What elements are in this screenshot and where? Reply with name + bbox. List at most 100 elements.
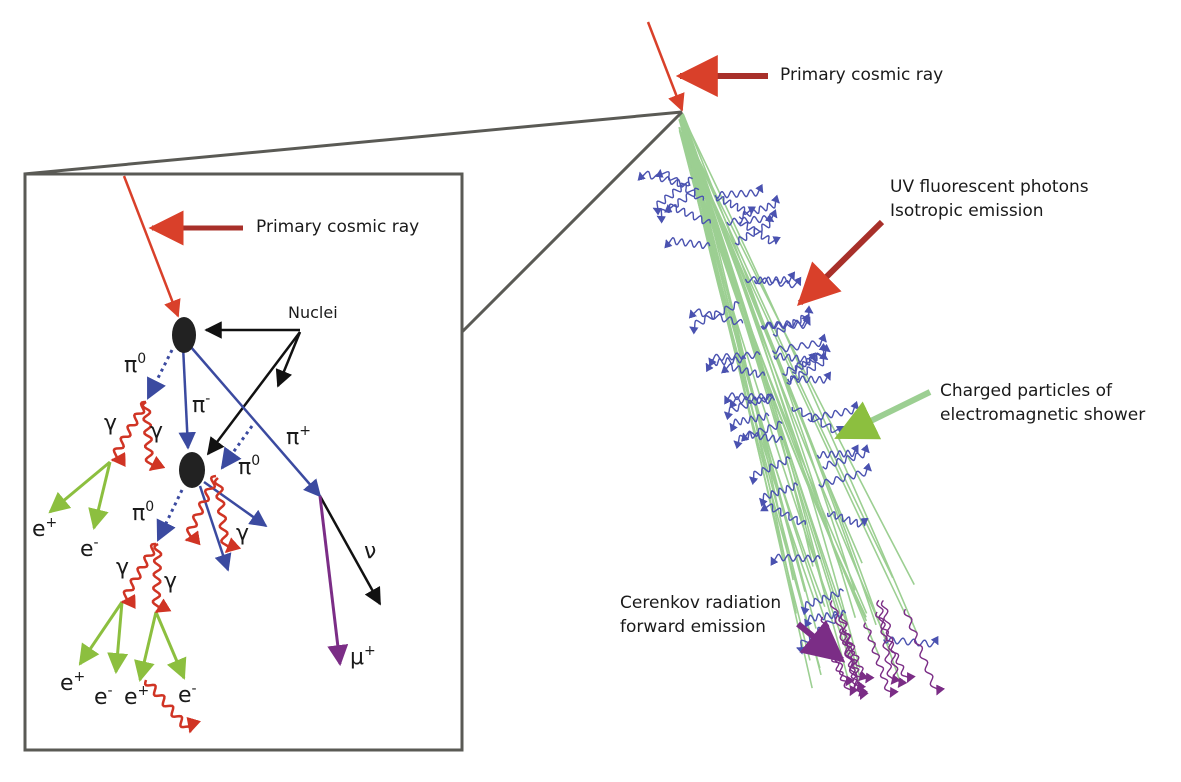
cerenkov-label-line1: Cerenkov radiation (620, 593, 781, 613)
shower-track (679, 120, 915, 585)
main-shower: Primary cosmic ray UV fluorescent photon… (620, 21, 1145, 700)
zoom-line-bottom (460, 110, 684, 334)
neutrino-label: ν (364, 539, 376, 564)
uv-photon (723, 393, 772, 421)
positron-label-1: e+ (32, 515, 57, 542)
uv-photon (816, 444, 859, 459)
primary-ray-label: Primary cosmic ray (780, 65, 943, 85)
positron-label-3: e+ (124, 683, 149, 710)
uv-photons-label-line1: UV fluorescent photons (890, 177, 1089, 197)
cerenkov-photon (876, 599, 901, 685)
cerenkov-photon (903, 608, 946, 696)
gamma-photon (141, 401, 166, 471)
shower-track (678, 113, 815, 600)
pi-minus-track (178, 345, 196, 450)
cerenkov-label-line2: forward emission (620, 617, 766, 637)
inset-gamma-photons (110, 400, 242, 734)
gamma-photon (184, 474, 217, 546)
pion-decay-blue-2 (203, 480, 268, 528)
pi0-label-2: π0 (238, 453, 260, 480)
electron-label-2: e- (94, 683, 113, 710)
charged-particles-label-line1: Charged particles of (940, 381, 1113, 401)
nuclei-pointer-2 (206, 331, 301, 456)
charged-particles-label-line2: electromagnetic shower (940, 405, 1145, 425)
uv-photon (655, 168, 705, 201)
cerenkov-photon (875, 611, 916, 683)
shower-track (681, 113, 844, 575)
cerenkov-photon (829, 600, 869, 700)
uv-photon (721, 363, 766, 378)
shower-track (678, 119, 852, 689)
uv-photon (773, 352, 817, 364)
uv-photon (759, 482, 799, 507)
uv-photon (637, 170, 691, 188)
uv-photons-label-arrow (797, 219, 885, 306)
interaction-inset: Primary cosmic ray Nuclei π0 π- π+ (23, 172, 464, 752)
electron-track-2 (107, 601, 129, 675)
gamma-label-2: γ (150, 419, 163, 444)
gamma-photon (143, 679, 201, 734)
charged-particles-label-arrow (834, 389, 932, 440)
uv-photon (688, 308, 744, 326)
shower-track (680, 113, 918, 633)
neutrino-track (318, 495, 382, 606)
nucleus-1 (172, 317, 196, 353)
shower-track (682, 127, 857, 618)
uv-photon (656, 187, 700, 224)
shower-track (679, 117, 894, 579)
pi-zero-track-2 (220, 425, 254, 470)
uv-photon (753, 271, 796, 285)
uv-photon (741, 430, 784, 443)
uv-photon (664, 203, 711, 225)
gamma-label-1: γ (104, 411, 117, 436)
pion-decay-blue-1 (198, 485, 232, 572)
positron-label-2: e+ (60, 669, 85, 696)
uv-photon (883, 635, 939, 648)
gamma-photon (213, 477, 242, 554)
gamma-photon (110, 400, 147, 467)
uv-photon (724, 392, 774, 405)
nucleus-2 (179, 452, 205, 488)
pi-zero-track-1 (146, 349, 174, 400)
shower-track (682, 124, 826, 608)
gamma-photon (151, 542, 172, 614)
shower-track (682, 129, 821, 669)
uv-photon (739, 221, 781, 245)
uv-photon (715, 195, 756, 216)
electron-label-1: e- (80, 535, 99, 562)
uv-photon (771, 333, 827, 355)
gamma-label-4: γ (116, 555, 129, 580)
pi-plus-track (189, 345, 322, 498)
zoom-line-top (23, 110, 683, 176)
gamma-photon (120, 542, 157, 609)
electron-track-1 (88, 461, 112, 531)
uv-photon (738, 194, 780, 220)
cerenkov-photon (863, 622, 899, 698)
electron-track-3 (154, 611, 187, 680)
nuclei-label: Nuclei (288, 303, 338, 322)
inset-primary-ray-track (122, 175, 181, 318)
nuclei-pointer-3 (275, 331, 302, 388)
uv-photon (760, 502, 806, 526)
cerenkov-photon (880, 599, 908, 689)
electron-label-3: e- (178, 681, 197, 708)
uv-photon (729, 412, 770, 433)
uv-photon (708, 351, 761, 367)
uv-photon (749, 456, 791, 486)
shower-track (678, 129, 877, 626)
uv-photon (791, 406, 845, 435)
positron-track-3 (134, 611, 158, 683)
uv-photon (652, 176, 693, 216)
uv-photon (729, 396, 776, 409)
uv-photon (804, 609, 847, 628)
inset-primary-ray-label: Primary cosmic ray (256, 217, 419, 237)
pi-plus-label: π+ (286, 423, 311, 450)
uv-photon (761, 316, 811, 330)
uv-photon (770, 553, 821, 566)
shower-particle-tracks (678, 112, 918, 689)
uv-photon (787, 371, 832, 384)
pi0-label-3: π0 (132, 499, 154, 526)
positron-track-1 (48, 460, 111, 514)
pi0-label-1: π0 (124, 351, 146, 378)
